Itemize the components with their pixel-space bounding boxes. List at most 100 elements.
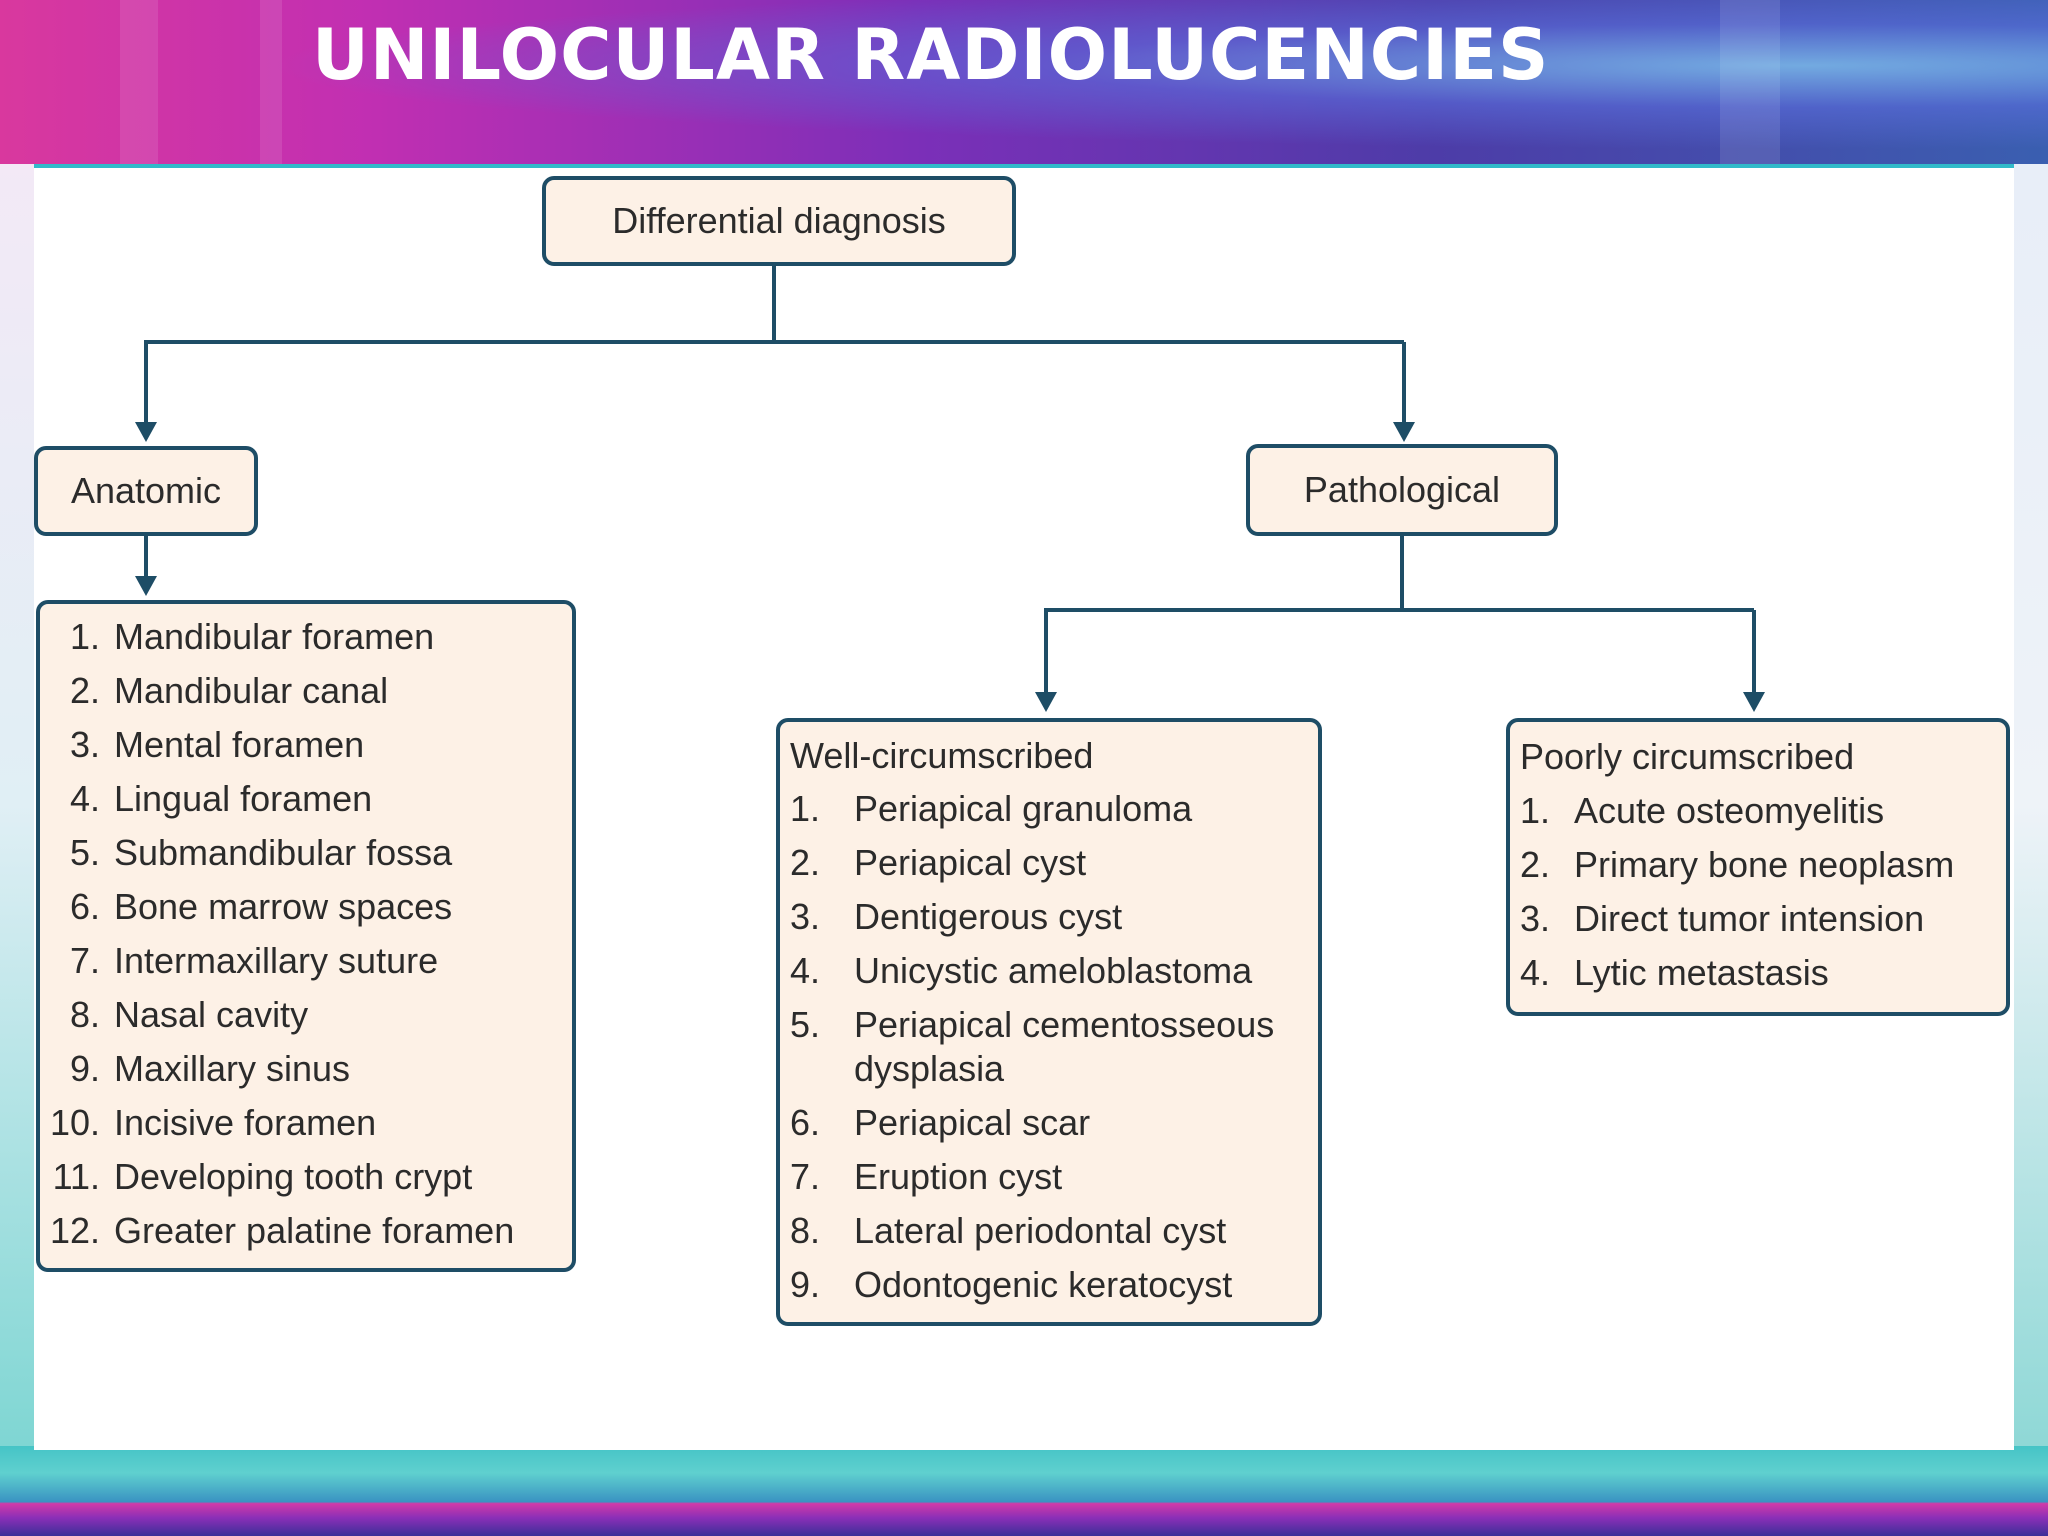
arrowhead: [135, 576, 157, 596]
item-number: 12.: [49, 1210, 100, 1251]
item-number: 8.: [790, 1210, 821, 1251]
banner-streak: [120, 0, 158, 164]
anatomic-node: Anatomic: [34, 446, 258, 536]
item-number: 9.: [790, 1264, 821, 1305]
slide-title: UNILOCULAR RADIOLUCENCIES: [312, 14, 1550, 96]
item-text: Nasal cavity: [114, 994, 309, 1035]
left-background-edge: [0, 164, 34, 1446]
item-number: 6.: [790, 1102, 821, 1143]
anatomic-list-box: 1.Mandibular foramen 2.Mandibular canal …: [36, 600, 576, 1272]
item-text: Lingual foramen: [114, 778, 373, 819]
item-number: 2.: [69, 670, 100, 711]
list-item: 7. Eruption cyst: [790, 1150, 1308, 1204]
diagram-panel: Differential diagnosis Anatomic Patholog…: [34, 168, 2014, 1450]
item-text: Lateral periodontal cyst: [854, 1210, 1227, 1251]
item-number: 4.: [69, 778, 100, 819]
well-circumscribed-heading: Well-circumscribed: [790, 735, 1094, 776]
item-number: 7.: [69, 940, 100, 981]
item-text: Mental foramen: [114, 724, 365, 765]
root-node-label: Differential diagnosis: [612, 200, 946, 241]
list-item: 4. Lingual foramen: [40, 772, 558, 826]
pathological-node-label: Pathological: [1303, 469, 1501, 510]
item-text: Incisive foramen: [114, 1102, 377, 1143]
list-item: 12. Greater palatine foramen: [40, 1204, 558, 1258]
item-number: 2.: [1520, 844, 1551, 885]
item-text: Mandibular canal: [114, 670, 389, 711]
bottom-gradient-strip: [0, 1446, 2048, 1536]
item-number: 3.: [1520, 898, 1551, 939]
list-item: 9. Maxillary sinus: [40, 1042, 558, 1096]
list-item: 6. Bone marrow spaces: [40, 880, 558, 934]
list-item: 6. Periapical scar: [790, 1096, 1308, 1150]
title-banner: [0, 0, 2048, 164]
arrowhead: [1393, 422, 1415, 442]
anatomic-node-label: Anatomic: [70, 470, 222, 511]
pathological-node: Pathological: [1246, 444, 1558, 536]
right-background-edge: [2014, 164, 2048, 1446]
item-text: Odontogenic keratocyst: [854, 1264, 1233, 1305]
list-item: 8. Nasal cavity: [40, 988, 558, 1042]
item-number: 7.: [790, 1156, 821, 1197]
list-item: 3. Dentigerous cyst: [790, 890, 1308, 944]
item-number: 1.: [69, 616, 100, 657]
list-item: 3. Direct tumor intension: [1520, 892, 1996, 946]
item-number: 3.: [69, 724, 100, 765]
item-number: 8.: [69, 994, 100, 1035]
connector-lines: [135, 264, 1765, 712]
item-number: 1.: [790, 788, 821, 829]
item-text: Unicystic ameloblastoma: [854, 950, 1253, 991]
banner-streak: [1720, 0, 1780, 164]
item-text: Intermaxillary suture: [114, 940, 439, 981]
item-text: Periapical scar: [854, 1102, 1091, 1143]
item-number: 1.: [1520, 790, 1551, 831]
item-number: 11.: [52, 1156, 100, 1197]
list-item: 1. Periapical granuloma: [790, 782, 1308, 836]
item-text: Submandibular fossa: [114, 832, 453, 873]
item-text: Mandibular foramen: [114, 616, 435, 657]
list-item: 1. Acute osteomyelitis: [1520, 784, 1996, 838]
list-item: 4. Lytic metastasis: [1520, 946, 1996, 1000]
list-item: 5. Submandibular fossa: [40, 826, 558, 880]
list-item: 9. Odontogenic keratocyst: [790, 1258, 1308, 1312]
list-item: 5. Periapical cementosseous dysplasia: [790, 998, 1308, 1096]
item-number: 5.: [790, 1004, 821, 1045]
item-text: Periapical cementosseous dysplasia: [854, 1004, 1275, 1089]
poorly-circumscribed-box: Poorly circumscribed 1. Acute osteomyelit…: [1506, 718, 2010, 1016]
item-text: Developing tooth crypt: [114, 1156, 473, 1197]
banner-streak: [260, 0, 282, 164]
item-text: Bone marrow spaces: [114, 886, 453, 927]
item-number: 6.: [69, 886, 100, 927]
item-text: Primary bone neoplasm: [1574, 844, 1955, 885]
item-number: 4.: [1520, 952, 1551, 993]
arrowhead: [1035, 692, 1057, 712]
list-item: 1. Mandibular foramen: [40, 610, 558, 664]
item-text: Dentigerous cyst: [854, 896, 1123, 937]
item-text: Maxillary sinus: [114, 1048, 351, 1089]
list-item: 2. Periapical cyst: [790, 836, 1308, 890]
item-text: Acute osteomyelitis: [1574, 790, 1885, 831]
item-text: Periapical granuloma: [854, 788, 1193, 829]
item-number: 9.: [69, 1048, 100, 1089]
item-text: Direct tumor intension: [1574, 898, 1925, 939]
item-text: Eruption cyst: [854, 1156, 1063, 1197]
list-item: 11. Developing tooth crypt: [40, 1150, 558, 1204]
list-item: 10. Incisive foramen: [40, 1096, 558, 1150]
item-number: 2.: [790, 842, 821, 883]
list-item: 3. Mental foramen: [40, 718, 558, 772]
list-item: 2. Primary bone neoplasm: [1520, 838, 1996, 892]
item-text: Lytic metastasis: [1574, 952, 1829, 993]
item-number: 5.: [69, 832, 100, 873]
poorly-circumscribed-heading: Poorly circumscribed: [1520, 736, 1855, 777]
list-item: 8. Lateral periodontal cyst: [790, 1204, 1308, 1258]
item-number: 10.: [49, 1102, 100, 1143]
item-text: Periapical cyst: [854, 842, 1087, 883]
root-node-differential-diagnosis: Differential diagnosis: [542, 176, 1016, 266]
arrowhead: [1743, 692, 1765, 712]
item-text: Greater palatine foramen: [114, 1210, 515, 1251]
well-circumscribed-box: Well-circumscribed 1. Periapical granulom…: [776, 718, 1322, 1326]
list-item: 4. Unicystic ameloblastoma: [790, 944, 1308, 998]
item-number: 4.: [790, 950, 821, 991]
item-number: 3.: [790, 896, 821, 937]
list-item: 2. Mandibular canal: [40, 664, 558, 718]
list-item: 7. Intermaxillary suture: [40, 934, 558, 988]
